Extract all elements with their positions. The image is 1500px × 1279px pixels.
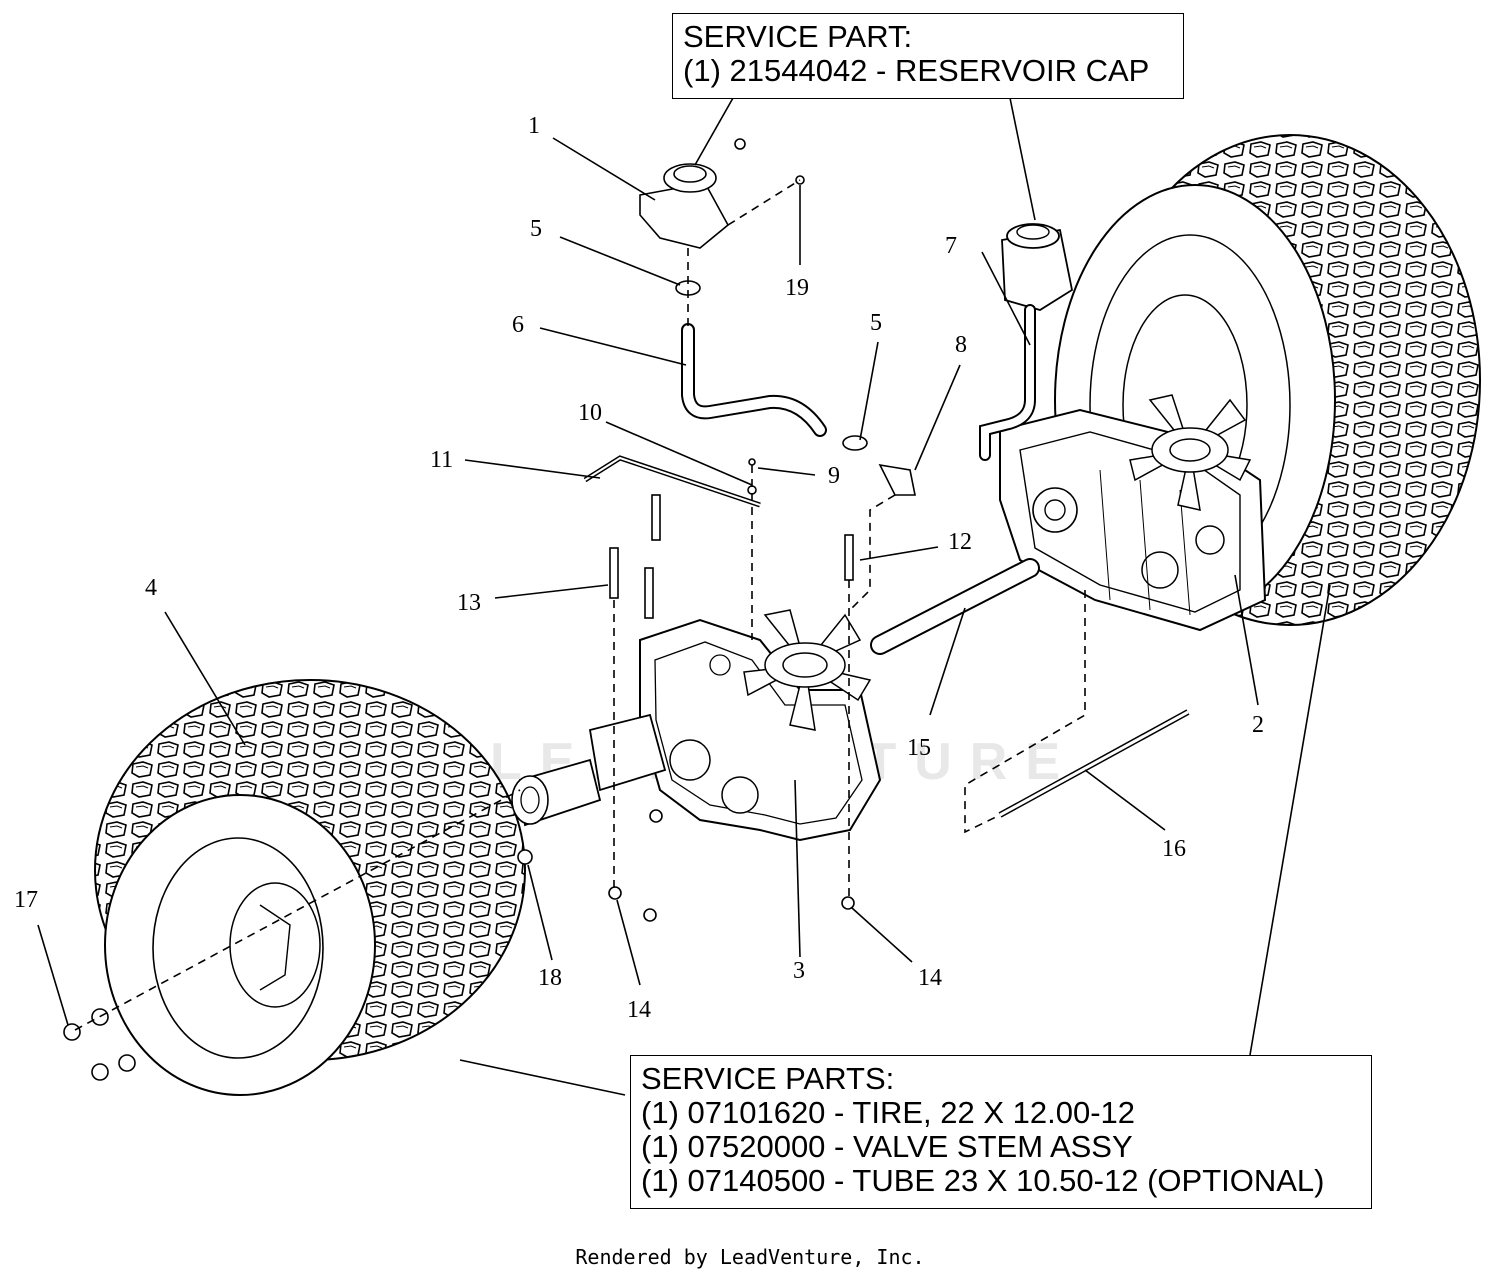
label-part-10: 10 [578, 400, 602, 426]
service-parts-line-tire: (1) 07101620 - TIRE, 22 X 12.00-12 [641, 1095, 1136, 1130]
label-part-17: 17 [14, 887, 38, 913]
left-tire [94, 679, 526, 1096]
label-part-9: 9 [828, 463, 840, 489]
service-part-callout: SERVICE PART: (1) 21544042 - RESERVOIR C… [672, 13, 1184, 99]
label-part-14-left: 14 [627, 997, 651, 1023]
footer-credit: Rendered by LeadVenture, Inc. [575, 1245, 925, 1269]
label-part-7: 7 [945, 233, 957, 259]
label-part-13: 13 [457, 590, 481, 616]
label-part-18: 18 [538, 965, 562, 991]
label-part-5-right: 5 [870, 310, 882, 336]
label-part-1: 1 [528, 113, 540, 139]
service-parts-callout: SERVICE PARTS: (1) 07101620 - TIRE, 22 X… [630, 1055, 1372, 1209]
label-part-14-right: 14 [918, 965, 942, 991]
alignment-lines [74, 179, 1086, 1031]
label-part-3: 3 [793, 958, 805, 984]
right-transaxle [979, 223, 1267, 632]
label-part-12: 12 [948, 529, 972, 555]
part-number-labels: 1 2 3 4 5 5 6 7 8 9 10 11 12 13 14 14 15… [14, 113, 1264, 1023]
leader-lines [37, 97, 1331, 1096]
service-parts-heading: SERVICE PARTS: [641, 1061, 895, 1096]
service-part-line: (1) 21544042 - RESERVOIR CAP [683, 53, 1150, 88]
service-parts-line-tube: (1) 07140500 - TUBE 23 X 10.50-12 (OPTIO… [641, 1163, 1325, 1198]
label-part-5-top: 5 [530, 216, 542, 242]
label-part-8: 8 [955, 332, 967, 358]
label-part-19: 19 [785, 275, 809, 301]
service-parts-line-valve-stem: (1) 07520000 - VALVE STEM ASSY [641, 1129, 1133, 1164]
small-parts [63, 138, 1190, 1081]
label-part-16: 16 [1162, 836, 1186, 862]
center-transaxle [511, 609, 882, 842]
service-part-heading: SERVICE PART: [683, 19, 913, 54]
label-part-4: 4 [145, 575, 157, 601]
label-part-15: 15 [907, 735, 931, 761]
label-part-2: 2 [1252, 712, 1264, 738]
label-part-6: 6 [512, 312, 524, 338]
label-part-11: 11 [430, 447, 453, 473]
